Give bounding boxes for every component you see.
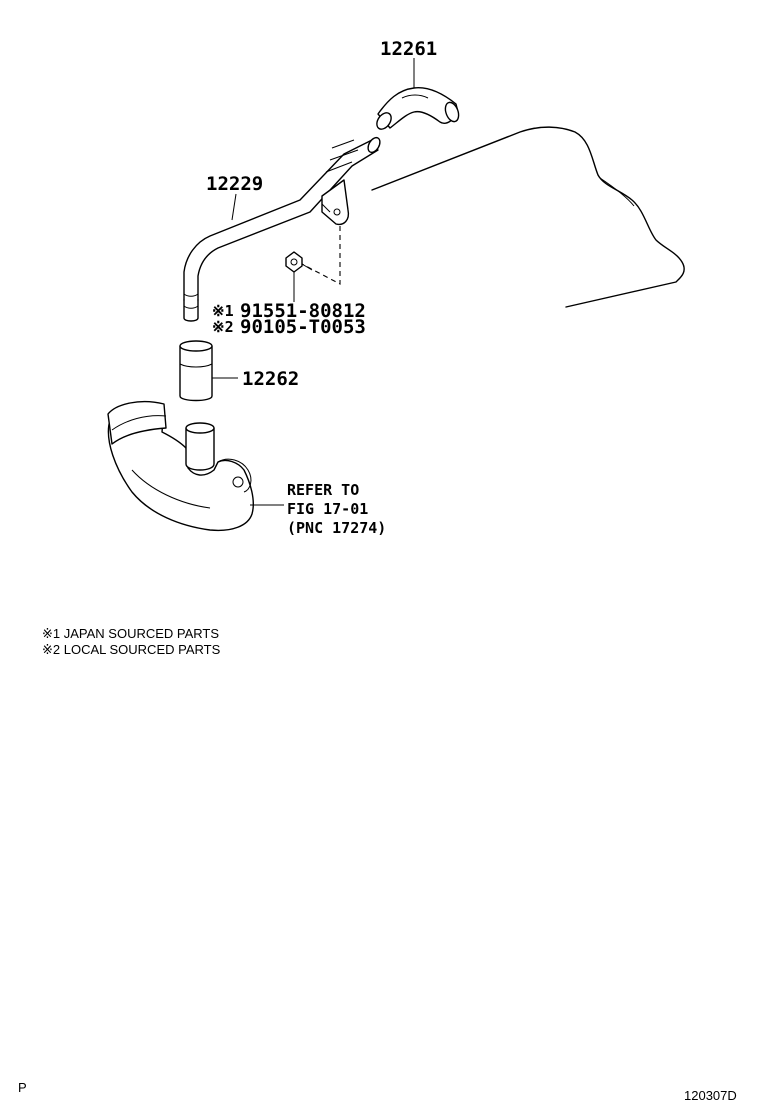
label-12262: 12262 [242, 368, 299, 390]
mark-japan: ※1 [212, 302, 234, 320]
bolt-graphic [285, 251, 313, 273]
corner-left-mark: P [18, 1080, 27, 1095]
note-japan: ※1 JAPAN SOURCED PARTS [42, 626, 219, 641]
label-bolt-local: 90105-T0053 [240, 316, 366, 338]
head-cover-outline [371, 126, 685, 308]
label-12261: 12261 [380, 38, 437, 60]
alignment-line [301, 226, 341, 285]
reference-line2: FIG 17-01 [287, 500, 368, 518]
label-12229: 12229 [206, 173, 263, 195]
figure-code: 120307D [684, 1088, 737, 1103]
note-local: ※2 LOCAL SOURCED PARTS [42, 642, 221, 657]
hose-12261-graphic [376, 87, 460, 130]
label-bolt-japan: 91551-80812 [240, 300, 366, 322]
intake-elbow-graphic [107, 400, 254, 532]
reference-line1: REFER TO [287, 481, 359, 499]
leader-12229 [231, 193, 237, 221]
pipe-12229-graphic [183, 136, 381, 322]
mark-local: ※2 [212, 318, 234, 336]
reference-line3: (PNC 17274) [287, 519, 386, 537]
hose-12262-graphic [179, 340, 213, 402]
